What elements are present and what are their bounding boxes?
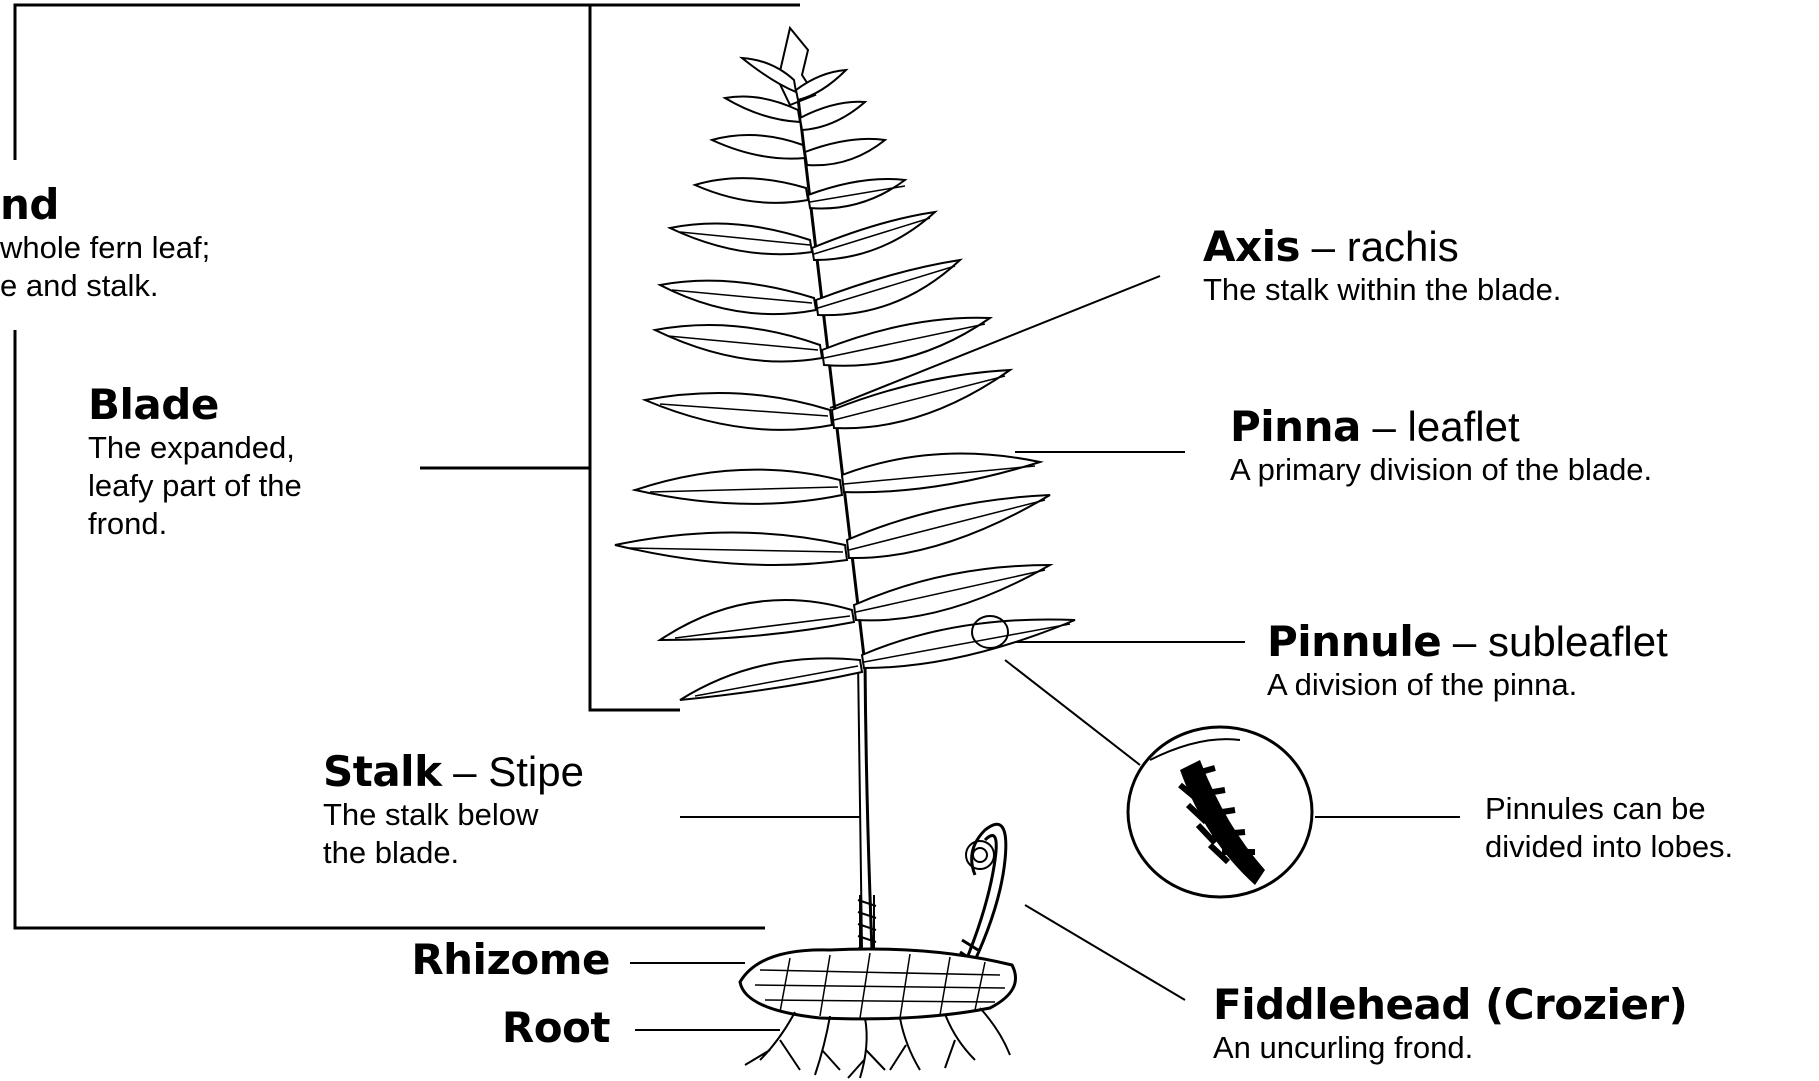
stalk-label: Stalk – Stipe The stalk below the blade. <box>323 750 584 872</box>
fiddlehead-title: Fiddlehead (Crozier) <box>1213 983 1687 1027</box>
pinna <box>854 565 1050 620</box>
blade-title: Blade <box>88 383 302 427</box>
blade-desc: The expanded, leafy part of the frond. <box>88 429 302 542</box>
lobes-label: Pinnules can be divided into lobes. <box>1485 790 1733 866</box>
fiddlehead-label: Fiddlehead (Crozier) An uncurling frond. <box>1213 983 1687 1067</box>
pinna <box>805 139 885 165</box>
pinna-title: Pinna <box>1230 402 1361 451</box>
axis-label: Axis – rachis The stalk within the blade… <box>1203 225 1561 309</box>
blade <box>615 28 1075 700</box>
lobes-desc: Pinnules can be divided into lobes. <box>1485 790 1733 866</box>
pinnule-title: Pinnule <box>1267 617 1441 666</box>
fiddlehead-desc: An uncurling frond. <box>1213 1029 1687 1067</box>
pinnule-desc: A division of the pinna. <box>1267 666 1668 704</box>
pinna <box>660 281 816 314</box>
stalk-dash: – <box>442 748 489 795</box>
pinna <box>800 102 865 130</box>
rhizome <box>740 949 1016 1019</box>
root-title: Root <box>390 1006 610 1050</box>
pinnule-subtitle: subleaflet <box>1488 618 1668 665</box>
stipe-scales <box>858 895 876 955</box>
pinna <box>796 70 846 100</box>
stalk-subtitle: Stipe <box>488 748 584 795</box>
pinna <box>660 600 854 640</box>
rhizome-title: Rhizome <box>390 938 610 982</box>
stalk-desc: The stalk below the blade. <box>323 796 584 872</box>
pinna <box>695 178 808 203</box>
stalk-title: Stalk <box>323 747 442 796</box>
axis-dash: – <box>1300 223 1347 270</box>
frond-desc: whole fern leaf; e and stalk. <box>0 229 210 305</box>
pinnule-label: Pinnule – subleaflet A division of the p… <box>1267 620 1668 704</box>
pinna <box>712 135 805 159</box>
axis-desc: The stalk within the blade. <box>1203 271 1561 309</box>
rhizome-label: Rhizome <box>390 938 610 982</box>
frond-label: nd whole fern leaf; e and stalk. <box>0 183 210 305</box>
pinna <box>822 318 990 366</box>
pinnule-dash: – <box>1441 618 1488 665</box>
pinna <box>635 470 842 504</box>
pinna-subtitle: leaflet <box>1408 403 1520 450</box>
pinna-desc: A primary division of the blade. <box>1230 451 1652 489</box>
pinna <box>862 619 1075 668</box>
zoom-leader <box>1005 660 1140 765</box>
blade-bracket <box>420 5 680 710</box>
frond-title: nd <box>0 183 210 227</box>
fiddlehead <box>958 824 1006 975</box>
lobed-pinnule-zoom <box>1128 727 1312 897</box>
pinna <box>670 224 812 255</box>
axis-subtitle: rachis <box>1347 223 1459 270</box>
fiddlehead-leader <box>1025 905 1185 1000</box>
pinna-label: Pinna – leaflet A primary division of th… <box>1230 405 1652 489</box>
pinna <box>847 495 1050 558</box>
pinna-dash: – <box>1361 403 1408 450</box>
pinna <box>842 454 1040 493</box>
pinna <box>832 370 1010 428</box>
pinna <box>645 393 832 430</box>
pinna <box>816 260 960 315</box>
axis-title: Axis <box>1203 222 1300 271</box>
blade-label: Blade The expanded, leafy part of the fr… <box>88 383 302 543</box>
root-label: Root <box>390 1006 610 1050</box>
